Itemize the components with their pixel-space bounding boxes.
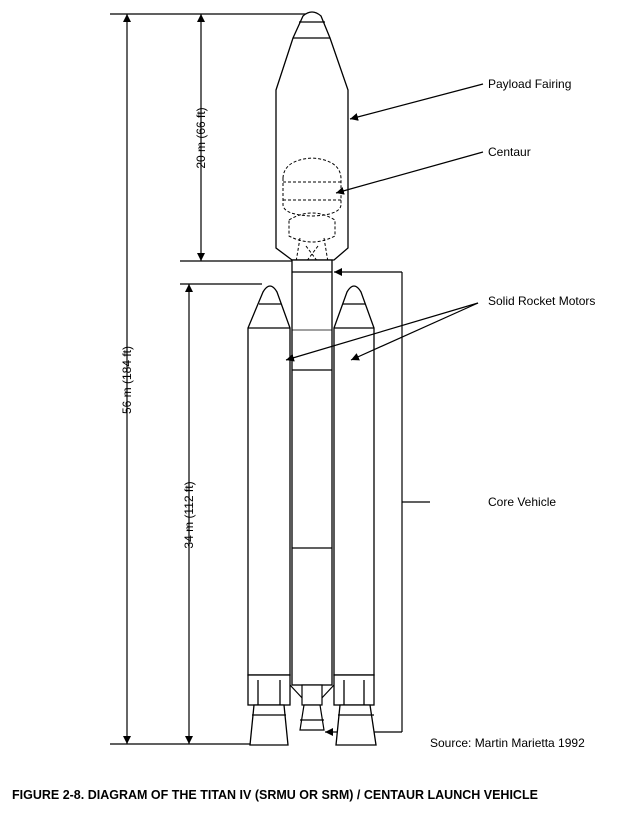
dimension-booster: [180, 283, 262, 744]
payload-fairing-label: Payload Fairing: [488, 77, 572, 91]
centaur-label: Centaur: [488, 145, 531, 159]
overall-height-label: 56 m (184 ft): [120, 345, 134, 415]
solid-rocket-motor-right: [333, 285, 377, 746]
solid-rocket-motors-label: Solid Rocket Motors: [488, 294, 596, 308]
source-credit: Source: Martin Marietta 1992: [430, 736, 585, 750]
booster-height-label: 34 m (112 ft): [182, 481, 196, 549]
solid-rocket-motor-left: [247, 285, 291, 746]
upper-height-label: 20 m (66 ft): [194, 107, 208, 169]
core-vehicle-label: Core Vehicle: [488, 495, 557, 509]
dimension-overall: [110, 13, 310, 745]
core-vehicle: [291, 259, 333, 686]
leader-arrows: [285, 83, 484, 362]
centaur-stage: [282, 157, 342, 263]
figure-caption: FIGURE 2-8. DIAGRAM OF THE TITAN IV (SRM…: [12, 788, 538, 802]
core-engine: [289, 684, 335, 731]
dimension-upper: [180, 14, 300, 262]
payload-fairing: [275, 11, 349, 261]
